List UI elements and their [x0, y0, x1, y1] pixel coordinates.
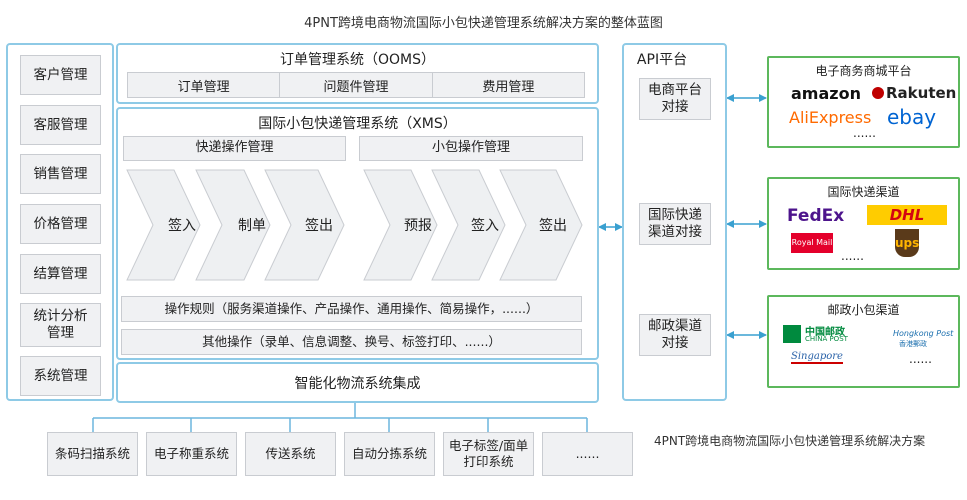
rakuten-icon — [872, 87, 884, 99]
step-express-checkout[interactable]: 签出 — [305, 217, 333, 234]
royal-mail-logo: Royal Mail — [791, 233, 833, 253]
ups-logo: ups — [895, 229, 919, 257]
chevron-express-3 — [264, 169, 345, 281]
menu-statistics[interactable]: 统计分析管理 — [20, 303, 101, 347]
express-group-label: 快递操作管理 — [123, 136, 346, 161]
sorting-system[interactable]: 自动分拣系统 — [344, 432, 435, 476]
ooms-title: 订单管理系统（OOMS） — [279, 52, 435, 68]
express-more: ...... — [841, 249, 864, 263]
fedex-logo: FedEx — [787, 206, 845, 226]
xms-title: 国际小包快递管理系统（XMS） — [258, 116, 457, 132]
ecommerce-more: ...... — [853, 126, 876, 140]
api-title: API平台 — [636, 52, 688, 68]
menu-price[interactable]: 价格管理 — [20, 204, 101, 244]
menu-settlement[interactable]: 结算管理 — [20, 254, 101, 294]
weighing-system[interactable]: 电子称重系统 — [146, 432, 237, 476]
api-postal[interactable]: 邮政渠道对接 — [639, 314, 711, 356]
more-systems[interactable]: ...... — [542, 432, 633, 476]
postal-more: ...... — [909, 352, 932, 366]
step-express-checkin[interactable]: 签入 — [168, 217, 196, 234]
menu-system[interactable]: 系统管理 — [20, 356, 101, 396]
ecommerce-partners: 电子商务商城平台 amazon Rakuten AliExpress ebay … — [767, 56, 960, 148]
step-parcel-checkin[interactable]: 签入 — [471, 217, 499, 234]
chevron-express-2 — [195, 169, 271, 281]
barcode-system[interactable]: 条码扫描系统 — [47, 432, 138, 476]
singapore-post-logo: Singapore — [791, 351, 843, 364]
ooms-issue[interactable]: 问题件管理 — [280, 73, 433, 97]
postal-title: 邮政小包渠道 — [827, 303, 900, 317]
other-operations[interactable]: 其他操作（录单、信息调整、换号、标签打印、......） — [121, 329, 582, 355]
china-post-logo-cn: 中国邮政 — [805, 327, 845, 338]
ooms-fee[interactable]: 费用管理 — [482, 79, 535, 95]
express-partners: 国际快递渠道 FedEx DHL Royal Mail ups ...... — [767, 177, 960, 270]
step-parcel-forecast[interactable]: 预报 — [404, 218, 432, 234]
hongkong-post-logo: Hongkong Post — [893, 329, 954, 338]
dhl-logo: DHL — [867, 205, 947, 225]
hongkong-post-logo-cn: 香港郵政 — [899, 340, 927, 348]
menu-service[interactable]: 客服管理 — [20, 105, 101, 145]
menu-sales[interactable]: 销售管理 — [20, 154, 101, 194]
ebay-logo: ebay — [887, 105, 937, 129]
aliexpress-logo: AliExpress — [789, 108, 872, 127]
chevron-parcel-1 — [363, 169, 438, 281]
api-ecommerce[interactable]: 电商平台对接 — [639, 78, 711, 120]
page-title: 4PNT跨境电商物流国际小包快递管理系统解决方案的整体蓝图 — [304, 16, 663, 31]
caption: 4PNT跨境电商物流国际小包快递管理系统解决方案 — [654, 434, 926, 448]
express-title: 国际快递渠道 — [827, 185, 900, 199]
chevron-parcel-3 — [499, 169, 583, 281]
chevron-parcel-2 — [431, 169, 506, 281]
step-parcel-checkout[interactable]: 签出 — [539, 217, 567, 234]
label-printing-system[interactable]: 电子标签/面单打印系统 — [443, 432, 534, 476]
conveyor-system[interactable]: 传送系统 — [245, 432, 336, 476]
rakuten-logo: Rakuten — [872, 84, 956, 102]
operation-rules[interactable]: 操作规则（服务渠道操作、产品操作、通用操作、简易操作，......） — [121, 296, 582, 322]
china-post-logo-en: CHINA POST — [805, 335, 848, 343]
ecommerce-title: 电子商务商城平台 — [815, 64, 912, 78]
integration-bar: 智能化物流系统集成 — [116, 362, 599, 403]
parcel-group-label: 小包操作管理 — [359, 136, 583, 161]
postal-partners: 邮政小包渠道 中国邮政 CHINA POST Hongkong Post 香港郵… — [767, 295, 960, 388]
ooms-bar: 订单管理 问题件管理 费用管理 — [127, 72, 585, 98]
menu-customer[interactable]: 客户管理 — [20, 55, 101, 95]
api-express[interactable]: 国际快递渠道对接 — [639, 203, 711, 245]
ooms-order[interactable]: 订单管理 — [128, 73, 281, 97]
process-chevrons: 签入 制单 签出 预报 签入 签出 — [126, 169, 583, 281]
chevron-express-1 — [126, 169, 201, 281]
step-express-label[interactable]: 制单 — [238, 218, 266, 234]
china-post-icon — [783, 325, 801, 343]
amazon-logo: amazon — [791, 84, 861, 103]
